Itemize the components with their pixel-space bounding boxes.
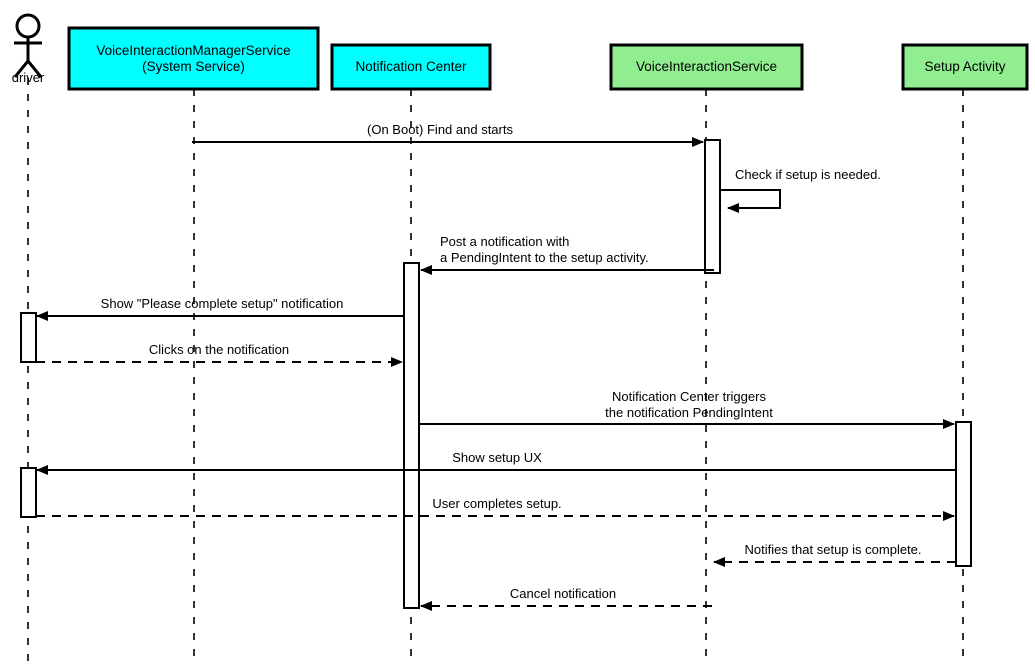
activation-bars-group [20,139,972,609]
participant-box-vis[interactable] [609,43,804,91]
message-arrow-m2 [720,189,781,213]
actor-head-icon [15,13,41,39]
participant-box-setup[interactable] [901,43,1029,91]
actor-label-driver: driver [11,70,45,85]
actor-figure-group [13,13,43,78]
activation-bar-setup [955,421,972,567]
actor-leg-left-icon [13,60,30,78]
activation-bar-driver [20,312,37,363]
lifelines-group [27,78,964,664]
message-arrows-group [36,137,956,611]
activation-bar-vis [704,139,721,274]
participant-box-notif[interactable] [330,43,492,91]
actor-leg-right-icon [26,60,43,78]
activation-bar-driver [20,467,37,518]
participant-boxes-group [67,26,1029,91]
participant-box-vims[interactable] [67,26,320,91]
activation-bar-notif [403,262,420,609]
